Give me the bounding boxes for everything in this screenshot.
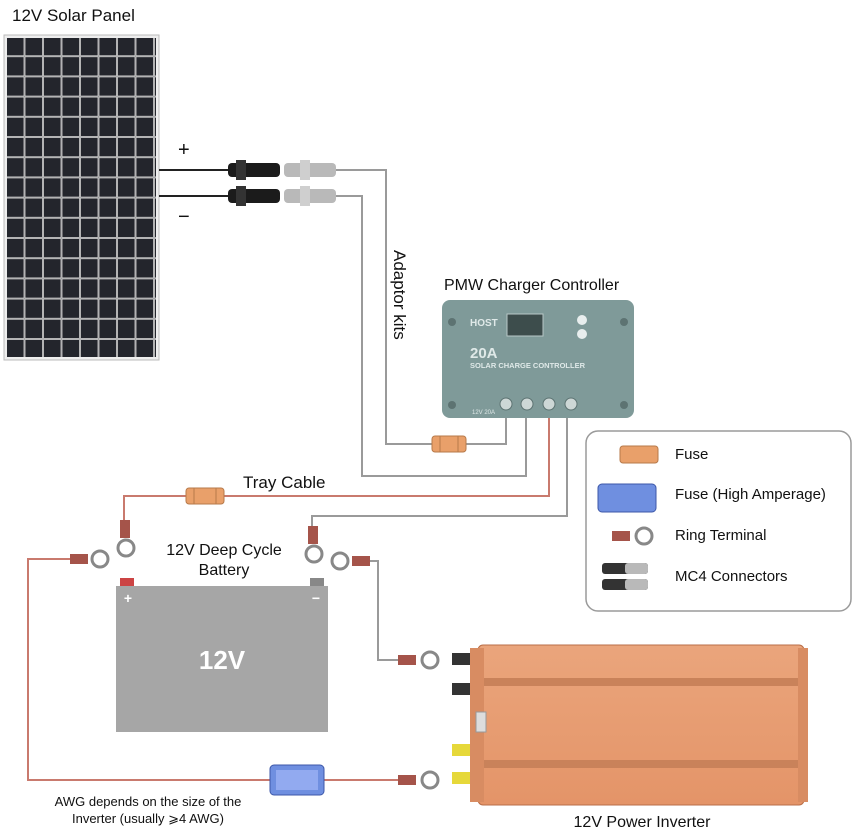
controller-brand: HOST <box>470 318 498 329</box>
controller-rating: 20A <box>470 345 498 362</box>
controller-button-2 <box>577 329 587 339</box>
controller-label: PMW Charger Controller <box>444 277 620 294</box>
ring-terminal-controller-positive <box>116 520 136 558</box>
battery-label-line1: 12V Deep Cycle <box>166 542 282 559</box>
inverter-terminal-4 <box>452 772 470 784</box>
ring-terminal-inverter-negative <box>398 650 440 670</box>
mc4-connector-black-positive <box>228 160 280 180</box>
legend-label-ring-terminal: Ring Terminal <box>675 527 766 544</box>
fuse-icon <box>619 445 659 464</box>
controller-subtitle: SOLAR CHARGE CONTROLLER <box>470 361 586 370</box>
legend: Fuse Fuse (High Amperage) Ring Terminal … <box>585 430 852 612</box>
solar-panel-label: 12V Solar Panel <box>12 6 135 25</box>
negative-sign: − <box>178 206 190 228</box>
ring-terminal-icon <box>612 526 654 546</box>
inverter-negative-wire <box>370 560 398 661</box>
battery-label-line2: Battery <box>199 562 250 579</box>
ring-terminal-inverter-negative-battery <box>330 551 370 571</box>
tray-cable-negative <box>311 418 568 530</box>
mc4-connector-black-negative <box>228 186 280 206</box>
inverter-terminal-3 <box>452 744 470 756</box>
legend-label-high-amp-fuse: Fuse (High Amperage) <box>675 486 826 503</box>
battery-negative-sign: − <box>312 590 320 606</box>
charge-controller: HOST 20A SOLAR CHARGE CONTROLLER 12V 20A <box>442 300 634 418</box>
fuse-high-amperage <box>269 764 325 796</box>
tray-cable-positive <box>123 418 550 520</box>
mc4-connector-gray-negative <box>284 186 336 206</box>
solar-panel <box>3 34 160 361</box>
controller-terminal-4 <box>564 397 578 411</box>
inverter-positive-wire <box>27 558 270 781</box>
adaptor-kits-label: Adaptor kits <box>390 250 409 340</box>
adaptor-wire-negative <box>336 195 527 477</box>
mc4-connector-icon <box>602 563 648 590</box>
power-inverter <box>452 644 808 806</box>
legend-label-fuse: Fuse <box>675 446 708 463</box>
controller-terminal-2 <box>520 397 534 411</box>
tray-cable-label: Tray Cable <box>243 473 326 492</box>
battery-voltage: 12V <box>199 645 246 675</box>
ring-terminal-inverter-positive <box>398 770 440 790</box>
inverter-label: 12V Power Inverter <box>574 814 712 831</box>
mc4-connector-gray-positive <box>284 160 336 180</box>
fuse-tray-cable <box>185 487 225 505</box>
adaptor-wire-fused <box>466 418 507 445</box>
awg-note-line2: Inverter (usually ⩾4 AWG) <box>72 811 224 826</box>
high-amp-fuse-icon <box>597 483 657 513</box>
inverter-terminal-2 <box>452 683 470 695</box>
legend-label-mc4: MC4 Connectors <box>675 568 788 585</box>
battery: + − 12V <box>116 578 328 732</box>
controller-button-1 <box>577 315 587 325</box>
fuse-adaptor <box>431 435 467 453</box>
inverter-terminal-1 <box>452 653 470 665</box>
positive-sign: + <box>178 139 190 161</box>
awg-note-line1: AWG depends on the size of the <box>55 794 242 809</box>
ring-terminal-inverter-positive-battery <box>70 549 110 569</box>
battery-positive-sign: + <box>124 590 132 606</box>
controller-terminal-1 <box>499 397 513 411</box>
controller-voltage: 12V 20A <box>472 410 495 416</box>
controller-terminal-3 <box>542 397 556 411</box>
ring-terminal-controller-negative <box>304 526 324 564</box>
adaptor-wire-positive <box>336 169 432 445</box>
